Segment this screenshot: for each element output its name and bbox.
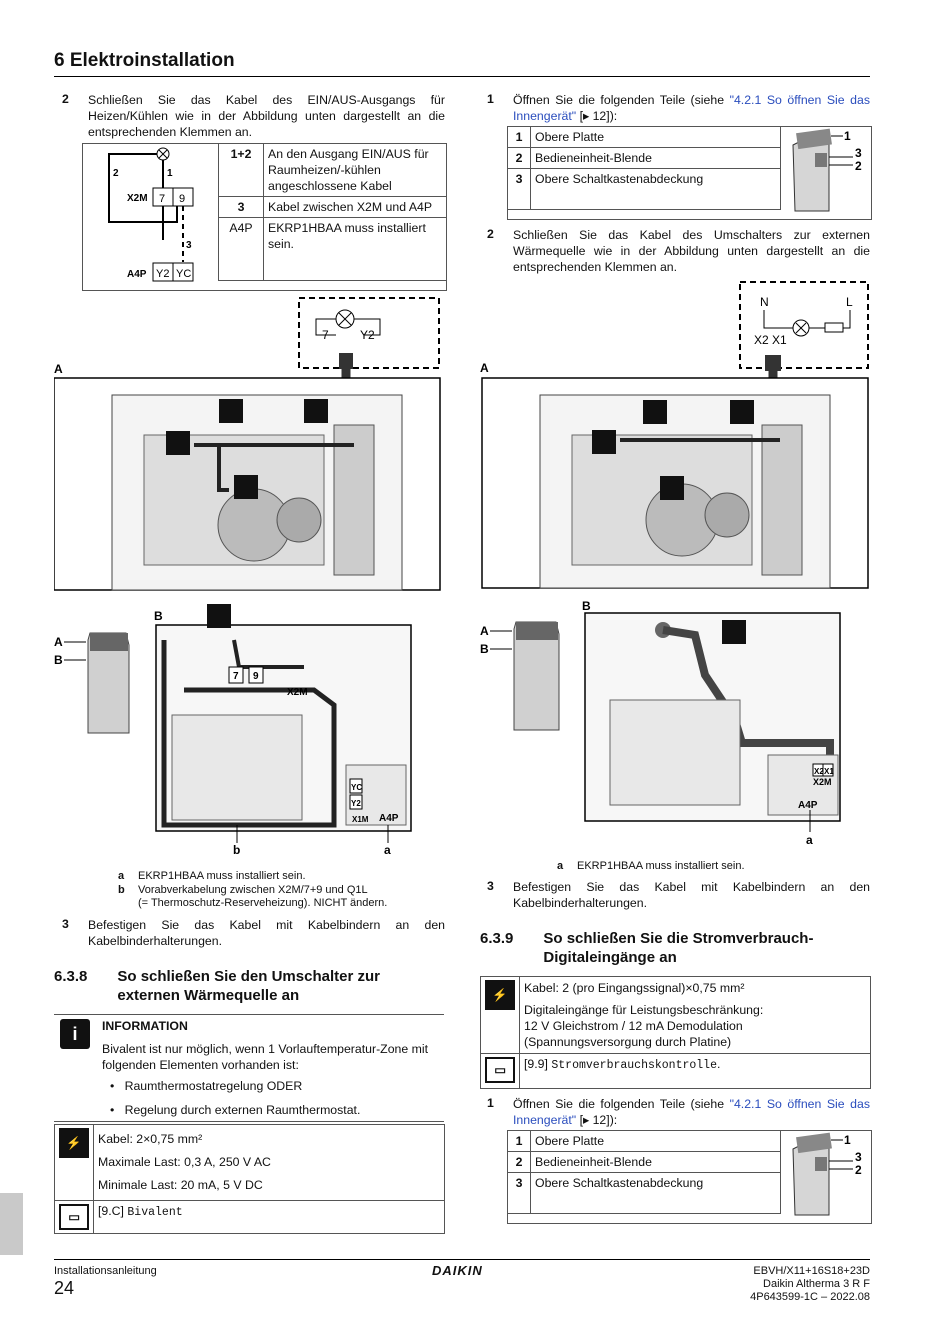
cable-tie-icon <box>219 399 243 423</box>
user-interface-icon: ▭ <box>59 1204 89 1230</box>
right-spec-table: ⚡ Kabel: 2 (pro Eingangssignal)×0,75 mm²… <box>480 976 871 1089</box>
terminal-a4p: A4P <box>127 269 147 280</box>
svg-text:1: 1 <box>844 1133 851 1147</box>
cable-tie-icon <box>592 430 616 454</box>
fig-label-a-lower: a <box>384 843 391 855</box>
svg-text:Y2: Y2 <box>351 799 361 808</box>
daikin-logo: DAIKIN <box>432 1263 483 1278</box>
info-bullet: • Regelung durch externen Raumthermostat… <box>110 1103 361 1117</box>
footer-doc-info: EBVH/X11+16S18+23D Daikin Altherma 3 R F… <box>750 1265 870 1303</box>
svg-text:A: A <box>480 361 489 375</box>
svg-text:A: A <box>54 635 63 649</box>
svg-text:X2M: X2M <box>813 777 832 787</box>
unit-parts-diagram: 1 3 2 <box>792 128 862 212</box>
right-step-3: 3 Befestigen Sie das Kabel mit Kabelbind… <box>487 879 870 910</box>
lightning-icon: ⚡ <box>59 1128 89 1158</box>
link-open-indoor-unit[interactable]: "4.2.1 So öffnen Sie das Innengerät" <box>513 1097 870 1127</box>
section-6-3-8: 6.3.8 So schließen Sie den Umschalter zu… <box>54 968 380 1004</box>
terminal-y2: Y2 <box>156 268 169 280</box>
info-bullet: • Raumthermostatregelung ODER <box>110 1079 303 1093</box>
label-x2-x1: X2 X1 <box>754 333 787 347</box>
cable-tie-icon <box>304 399 328 423</box>
ext-terminal-7: 7 <box>322 328 329 342</box>
info-title: INFORMATION <box>102 1019 188 1033</box>
wiring-diagram: 2 1 X2M 7 9 3 A4P Y2 YC <box>108 147 194 282</box>
terminal-yc: YC <box>176 268 191 280</box>
left-step-2: 2 Schließen Sie das Kabel des EIN/AUS-Au… <box>62 92 445 139</box>
svg-text:X1: X1 <box>824 767 834 776</box>
svg-text:X2: X2 <box>814 767 824 776</box>
page-number: 24 <box>54 1278 75 1298</box>
svg-text:3: 3 <box>855 146 862 160</box>
svg-text:A: A <box>480 624 489 638</box>
section-6-3-9: 6.3.9 So schließen Sie die Stromverbrauc… <box>480 930 814 966</box>
left-spec-table: ⚡ Kabel: 2×0,75 mm² Maximale Last: 0,3 A… <box>54 1124 445 1234</box>
left-step-3: 3 Befestigen Sie das Kabel mit Kabelbind… <box>62 917 445 948</box>
svg-text:3: 3 <box>855 1150 862 1164</box>
cable-tie-icon <box>207 604 231 628</box>
svg-text:A4P: A4P <box>379 813 399 824</box>
lightning-icon: ⚡ <box>485 980 515 1010</box>
svg-text:7: 7 <box>233 671 239 682</box>
info-text: Bivalent ist nur möglich, wenn 1 Vorlauf… <box>102 1042 429 1072</box>
fig-label-a: A <box>54 362 63 376</box>
header-rule <box>54 76 870 77</box>
wire-label-2: 2 <box>113 168 119 179</box>
svg-text:9: 9 <box>253 671 259 682</box>
svg-text:X1M: X1M <box>352 815 369 824</box>
svg-text:B: B <box>582 599 591 613</box>
cable-tie-icon <box>166 431 190 455</box>
terminal-9: 9 <box>179 193 185 205</box>
wire-label-1: 1 <box>167 168 173 179</box>
terminal-7: 7 <box>159 193 165 205</box>
right-step-1: 1 Öffnen Sie die folgenden Teile (siehe … <box>487 92 870 123</box>
cable-tie-icon <box>660 476 684 500</box>
fig-label-b-lower: b <box>233 843 240 855</box>
svg-text:B: B <box>54 653 63 667</box>
svg-text:1: 1 <box>844 129 851 143</box>
svg-text:B: B <box>480 642 489 656</box>
page-title: 6 Elektroinstallation <box>54 50 235 71</box>
svg-text:A4P: A4P <box>798 800 818 811</box>
label-l: L <box>846 295 853 309</box>
footer-doc-type: Installationsanleitung <box>54 1265 157 1277</box>
svg-text:a: a <box>806 833 813 847</box>
info-box: i INFORMATION Bivalent ist nur möglich, … <box>54 1014 444 1122</box>
footer-rule <box>54 1259 870 1260</box>
user-interface-icon: ▭ <box>485 1057 515 1083</box>
left-wiring-figure: 7 Y2 A B 7 9 X2M YC Y2 X1M A4P b a A B <box>54 297 441 855</box>
right-step-1b: 1 Öffnen Sie die folgenden Teile (siehe … <box>487 1096 870 1127</box>
terminal-x2m: X2M <box>127 193 148 204</box>
right-step-2: 2 Schließen Sie das Kabel des Umschalter… <box>487 227 870 274</box>
cable-spec-icon-cell: ⚡ <box>54 1124 94 1201</box>
svg-text:YC: YC <box>351 783 362 792</box>
cable-tie-icon <box>730 400 754 424</box>
svg-text:X2M: X2M <box>287 687 308 698</box>
ext-terminal-y2: Y2 <box>360 328 375 342</box>
right-wiring-figure: N L X2 X1 A B X2 X1 X2M A4P a A B <box>480 281 869 847</box>
info-icon: i <box>60 1019 90 1049</box>
link-open-indoor-unit[interactable]: "4.2.1 So öffnen Sie das Innengerät" <box>513 93 870 123</box>
label-n: N <box>760 295 769 309</box>
fig-label-b: B <box>154 609 163 623</box>
cable-tie-icon <box>722 620 746 644</box>
wire-label-3: 3 <box>186 240 192 251</box>
cable-tie-icon <box>234 475 258 499</box>
unit-parts-diagram: 1 3 2 <box>792 1132 862 1216</box>
svg-text:2: 2 <box>855 159 862 173</box>
side-tab <box>0 1193 23 1255</box>
svg-text:2: 2 <box>855 1163 862 1177</box>
cable-tie-icon <box>643 400 667 424</box>
